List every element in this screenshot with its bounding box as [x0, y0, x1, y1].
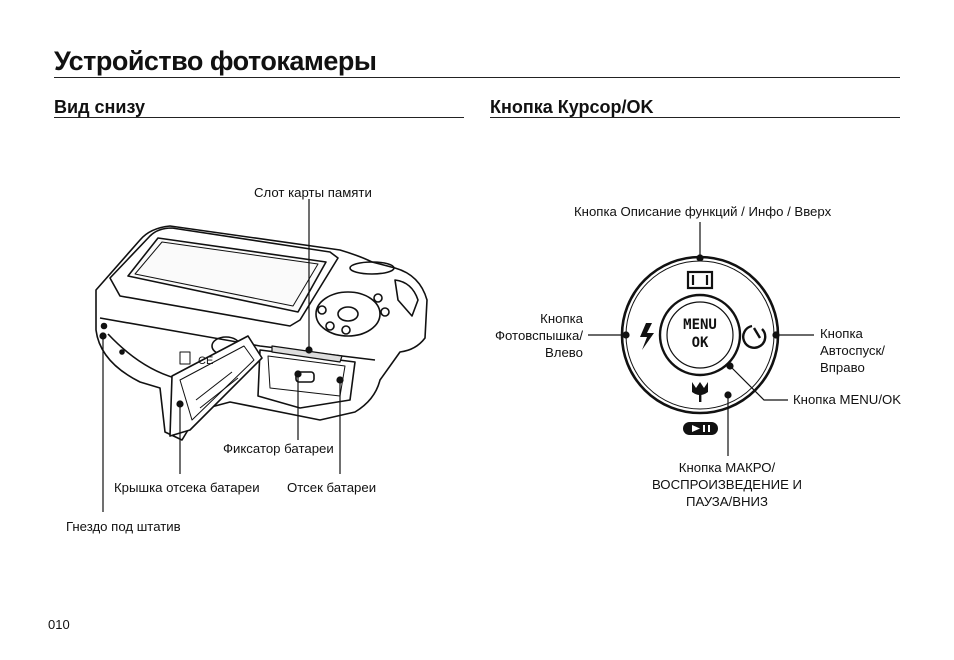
label-tripod-socket: Гнездо под штатив: [66, 519, 181, 534]
title-rule: [54, 77, 900, 78]
label-down-line1: Кнопка МАКРО/: [678, 460, 776, 475]
label-left-line3: Влево: [544, 345, 583, 360]
menu-label: MENU: [683, 317, 717, 333]
play-pause-icon: [683, 422, 718, 435]
up-button[interactable]: [680, 264, 720, 294]
label-left-line2: Фотовспышка/: [494, 328, 583, 343]
flash-icon: [640, 323, 654, 350]
label-down-line3: ПАУЗА/ВНИЗ: [686, 494, 768, 509]
menu-ok-button[interactable]: MENU OK: [667, 316, 733, 352]
label-down-line2: ВОСПРОИЗВЕДЕНИЕ И: [651, 477, 803, 492]
right-button[interactable]: [740, 318, 770, 354]
ok-label: OK: [691, 335, 709, 351]
label-battery-latch: Фиксатор батареи: [223, 441, 334, 456]
label-menu-ok-button: Кнопка MENU/OK: [793, 392, 902, 407]
label-right-line3: Вправо: [820, 360, 865, 375]
left-button[interactable]: [632, 318, 662, 354]
label-left-line1: Кнопка: [540, 311, 583, 326]
display-icon: [686, 270, 714, 290]
label-battery-compartment: Отсек батареи: [287, 480, 377, 495]
section-rule-left: [54, 117, 464, 118]
self-timer-icon: [742, 324, 767, 349]
label-right-line2: Автоспуск/: [820, 343, 885, 358]
label-left-button: Кнопка Фотовспышка/ Влево: [480, 310, 583, 361]
page-title: Устройство фотокамеры: [54, 46, 377, 76]
label-battery-cover: Крышка отсека батареи: [114, 480, 260, 495]
section-heading-bottom-view: Вид снизу: [54, 97, 145, 117]
page-number: 010: [48, 617, 70, 632]
down-button[interactable]: [682, 376, 718, 406]
label-memory-card-slot: Слот карты памяти: [254, 185, 372, 200]
label-down-button: Кнопка МАКРО/ ВОСПРОИЗВЕДЕНИЕ И ПАУЗА/ВН…: [627, 459, 827, 510]
label-up-button: Кнопка Описание функций / Инфо / Вверх: [574, 204, 832, 219]
section-rule-right: [490, 117, 900, 118]
section-heading-cursor-button: Кнопка Курсор/OK: [490, 97, 654, 117]
svg-text:CE: CE: [198, 355, 213, 367]
macro-icon: [692, 382, 708, 402]
label-right-button: Кнопка Автоспуск/ Вправо: [820, 325, 885, 376]
label-right-line1: Кнопка: [820, 326, 863, 341]
